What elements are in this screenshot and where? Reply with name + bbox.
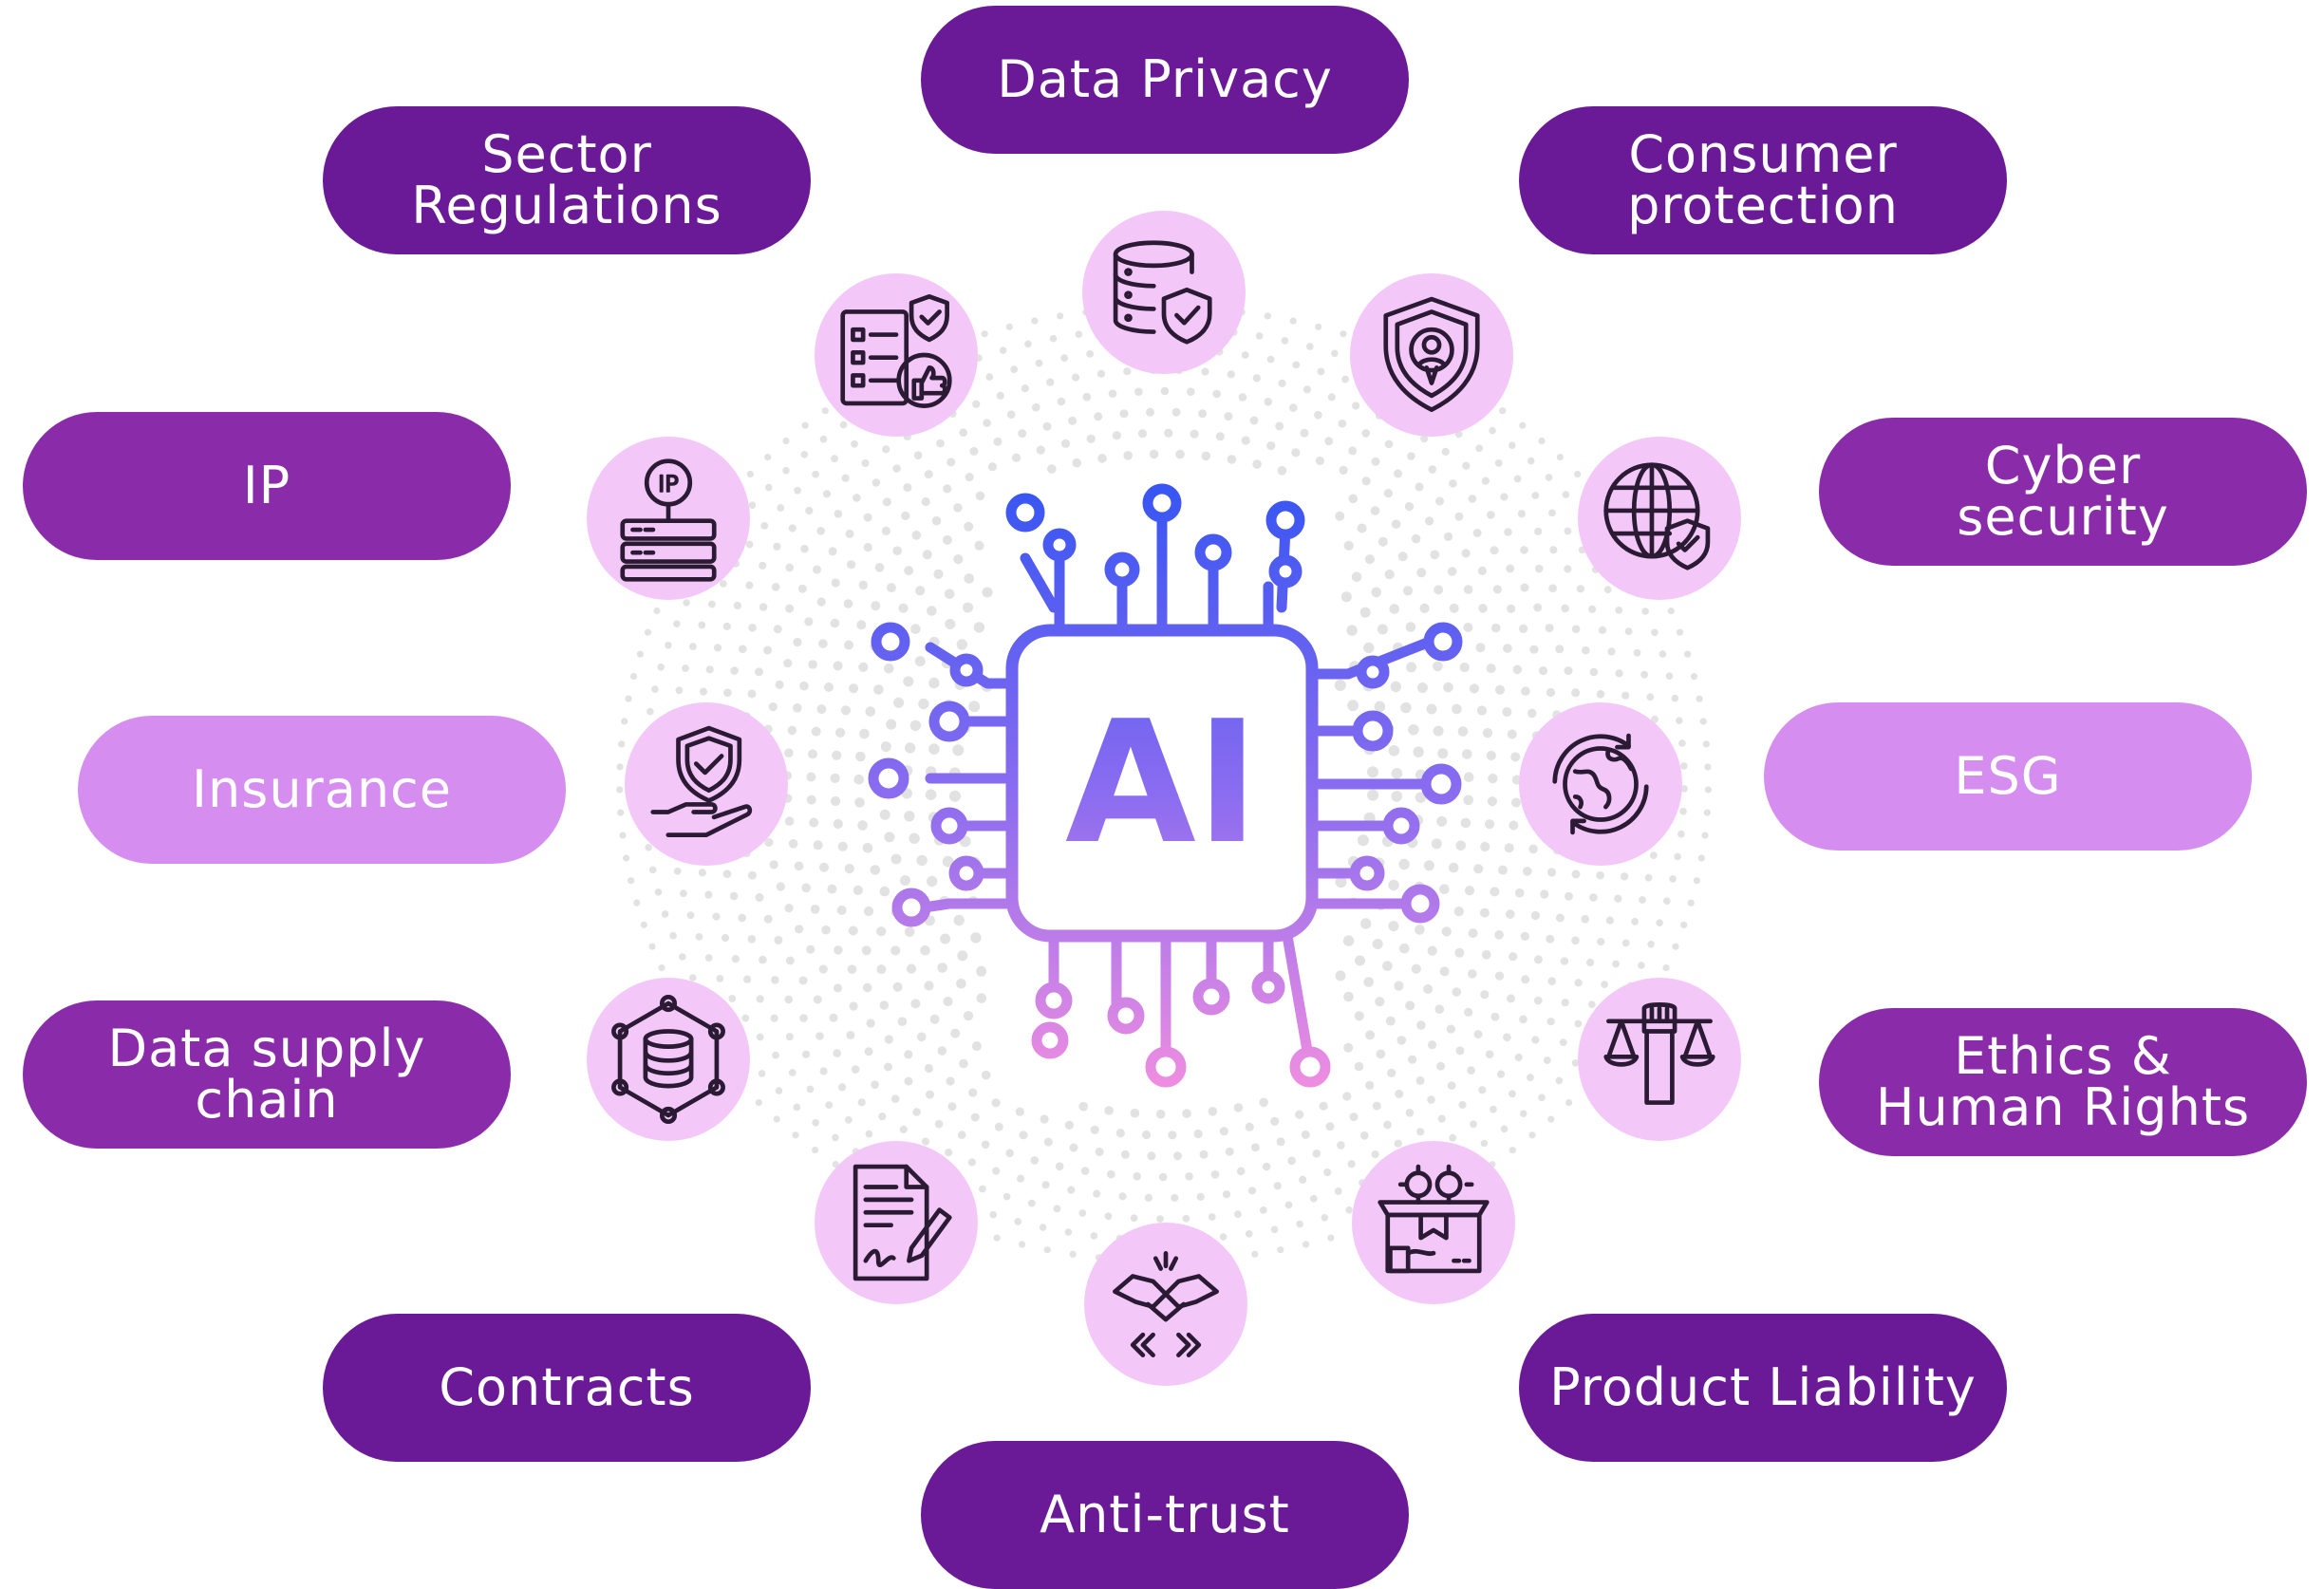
topic-icon-circle (815, 1141, 978, 1304)
topic-icon-circle (815, 273, 978, 437)
topic-label: Product Liability (1549, 1357, 1977, 1417)
chip-body (1005, 624, 1319, 943)
topic-pill-consumer-protection: Consumer protection (1519, 106, 2007, 254)
svg-text:IP: IP (658, 471, 679, 497)
handshake-arrows-icon (1113, 1251, 1219, 1357)
hand-shield-icon (650, 725, 753, 837)
topic-pill-product-liability: Product Liability (1519, 1314, 2007, 1462)
topic-icon-circle (1578, 437, 1741, 600)
topic-label: Data supply chain (107, 1019, 426, 1130)
fist-scales-icon (1603, 1002, 1715, 1105)
earth-cycle-icon (1552, 733, 1649, 835)
topic-pill-data-supply-chain: Data supply chain (23, 1000, 511, 1149)
checklist-thumbsup-icon (840, 294, 952, 408)
topic-label: Anti-trust (1040, 1485, 1290, 1544)
chip-label: AI (1065, 684, 1259, 881)
topic-label: ESG (1954, 746, 2062, 806)
topic-label: Contracts (439, 1357, 695, 1417)
topic-pill-contracts: Contracts (323, 1314, 811, 1462)
circuit-traces (868, 483, 1463, 1088)
globe-shield-icon (1603, 462, 1711, 570)
topic-icon-circle (1519, 702, 1682, 866)
topic-pill-ethics-human-rights: Ethics & Human Rights (1819, 1008, 2307, 1156)
ip-server-icon: IP (620, 458, 717, 582)
topic-icon-circle: IP (587, 437, 750, 600)
topic-pill-esg: ESG (1764, 702, 2252, 851)
document-signature-icon (853, 1164, 952, 1281)
topic-pill-insurance: Insurance (78, 716, 566, 864)
box-gears-icon (1378, 1164, 1490, 1274)
topic-label: Data Privacy (997, 49, 1333, 109)
topic-icon-circle (1084, 1223, 1247, 1386)
topic-icon-circle (587, 978, 750, 1141)
topic-label: Insurance (192, 759, 452, 819)
topic-icon-circle (1578, 978, 1741, 1141)
topic-label: Sector Regulations (411, 124, 722, 235)
topic-pill-anti-trust: Anti-trust (921, 1441, 1409, 1589)
topic-label: Consumer protection (1627, 124, 1899, 235)
topic-label: Cyber security (1957, 436, 2169, 547)
topic-icon-circle (1350, 273, 1513, 437)
topic-icon-circle (1352, 1141, 1515, 1304)
database-shield-icon (1113, 240, 1212, 345)
topic-icon-circle (625, 702, 788, 866)
topic-label: Ethics & Human Rights (1875, 1026, 2251, 1137)
topic-icon-circle (1082, 211, 1246, 374)
topic-label: IP (242, 456, 291, 515)
topic-pill-data-privacy: Data Privacy (921, 6, 1409, 154)
topic-pill-sector-regulations: Sector Regulations (323, 106, 811, 254)
topic-pill-ip: IP (23, 412, 511, 560)
shield-person-icon (1383, 296, 1480, 412)
topic-pill-cyber-security: Cyber security (1819, 418, 2307, 566)
database-network-icon (611, 994, 725, 1125)
